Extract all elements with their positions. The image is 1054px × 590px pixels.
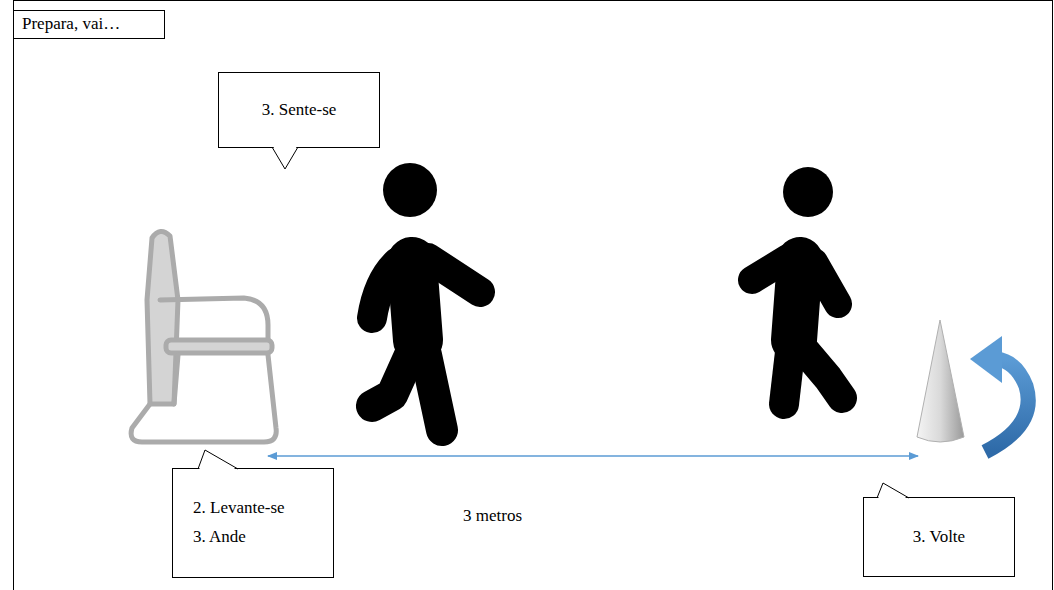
callout-box: 2. Levante-se3. Ande [172,468,334,578]
callout-tail-fill [273,146,297,169]
callout-text: 3. Volte [913,523,965,552]
callout-tail-fill [199,450,237,470]
callout-tail [218,147,302,171]
callout-tail [172,450,242,470]
callout-tail [863,483,913,499]
turn-arrow [970,336,1028,452]
walking-figure [752,167,842,404]
walking-figure [372,163,480,430]
callout-box: 3. Sente-se [218,72,380,148]
callout-tail-outline [198,450,238,469]
callout-text: 2. Levante-se [193,494,285,523]
chair [131,231,276,442]
callout-tail-outline [272,147,298,169]
callout-box: 3. Volte [863,497,1015,577]
callout-text: Prepara, vai… [22,13,120,35]
callout-tail-fill [878,483,908,499]
cone [917,320,964,442]
distance-arrow [268,455,918,457]
distance-label: 3 metros [463,506,522,526]
start-box: Prepara, vai… [13,10,165,39]
callout-text: 3. Ande [193,523,246,552]
frame [13,0,1053,590]
callout-text: 3. Sente-se [262,96,337,125]
callout-tail-outline [877,483,909,498]
